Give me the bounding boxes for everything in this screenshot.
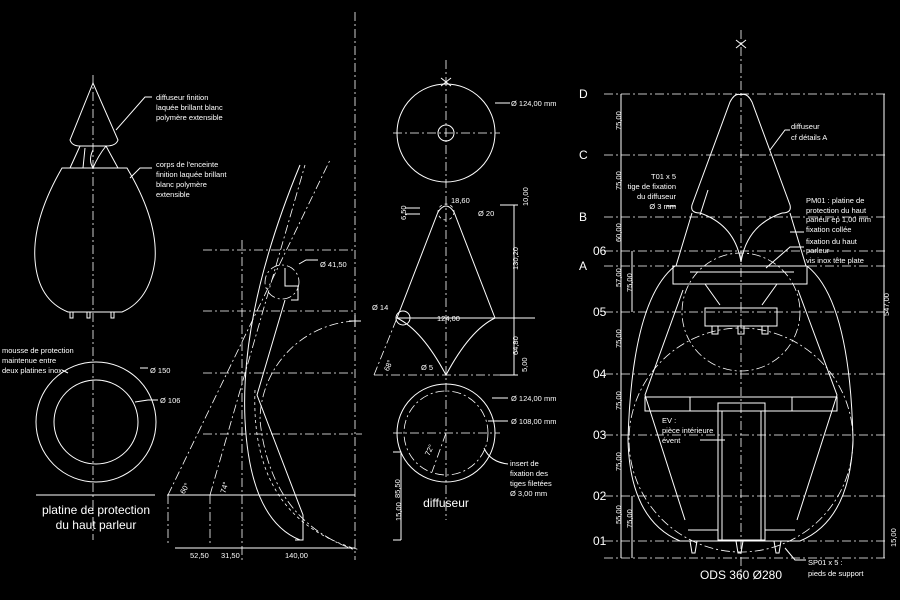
label: tige de fixation bbox=[628, 182, 676, 191]
label: blanc polymère bbox=[156, 180, 207, 189]
label: T01 x 5 bbox=[651, 172, 676, 181]
level-label: 05 bbox=[593, 305, 607, 319]
dimension: 75,00 bbox=[614, 452, 623, 471]
dimension: 75,00 bbox=[614, 171, 623, 190]
level-label: 02 bbox=[593, 489, 607, 503]
label: diffuseur finition bbox=[156, 93, 208, 102]
dimension: 75,00 bbox=[614, 329, 623, 348]
angle: 68° bbox=[382, 359, 395, 373]
dimension: 18,60 bbox=[451, 196, 470, 205]
label: cf détails A bbox=[791, 133, 827, 142]
label: fixation collée bbox=[806, 225, 851, 234]
dimension: 124,00 bbox=[437, 314, 460, 323]
label: Ø 3,00 mm bbox=[510, 489, 547, 498]
dimension: Ø 20 bbox=[478, 209, 494, 218]
protection-plate-outer bbox=[35, 361, 157, 483]
label: corps de l'enceinte bbox=[156, 160, 218, 169]
diffuser-detail bbox=[373, 60, 535, 541]
dimension: 140,00 bbox=[285, 551, 308, 560]
dimension: 85,50 bbox=[393, 479, 402, 498]
diffuser-labels: Ø 124,00 mm 18,60 Ø 20 6,50 Ø 14 124,00 … bbox=[372, 99, 556, 521]
level-label: B bbox=[579, 210, 587, 224]
label: fixation du haut bbox=[806, 237, 858, 246]
dimension: Ø 108,00 mm bbox=[511, 417, 556, 426]
dimension: 75,00 bbox=[614, 111, 623, 130]
dimension: Ø 106 bbox=[160, 396, 180, 405]
label: extensible bbox=[156, 190, 190, 199]
dimension: Ø 124,00 mm bbox=[511, 394, 556, 403]
label: parleur ep 1,00 mm bbox=[806, 215, 871, 224]
dimension: 52,50 bbox=[190, 551, 209, 560]
caption: du haut parleur bbox=[56, 518, 137, 532]
label: vis inox tête plate bbox=[806, 256, 864, 265]
dimension: 15,00 bbox=[889, 528, 898, 547]
caption: platine de protection bbox=[42, 503, 150, 517]
dimension: 10,00 bbox=[521, 187, 530, 206]
dimension: 75,00 bbox=[625, 273, 634, 292]
label: protection du haut bbox=[806, 206, 867, 215]
label: laquée brillant blanc bbox=[156, 103, 223, 112]
label: SP01 x 5 : bbox=[808, 558, 843, 567]
level-label: D bbox=[579, 87, 588, 101]
level-label: C bbox=[579, 148, 588, 162]
left-labels: diffuseur finition laquée brillant blanc… bbox=[2, 93, 227, 532]
level-label: 04 bbox=[593, 367, 607, 381]
label: polymère extensible bbox=[156, 113, 223, 122]
label: pièce intérieure bbox=[662, 426, 713, 435]
dimension: 60,00 bbox=[614, 223, 623, 242]
dimension: Ø 150 bbox=[150, 366, 170, 375]
label: tiges filetées bbox=[510, 479, 552, 488]
dimension: 5,00 bbox=[520, 357, 529, 372]
section-labels: diffuseur cf détails A T01 x 5 tige de f… bbox=[579, 87, 898, 582]
caption: diffuseur bbox=[423, 496, 469, 510]
label: pieds de support bbox=[808, 569, 864, 578]
speaker-elevation bbox=[34, 75, 158, 540]
label: mousse de protection bbox=[2, 346, 74, 355]
level-label: 01 bbox=[593, 534, 607, 548]
drawing-title: ODS 360 Ø280 bbox=[700, 568, 782, 582]
section-view bbox=[604, 30, 886, 580]
label: finition laquée brillant bbox=[156, 170, 227, 179]
dimension: 547,00 bbox=[882, 293, 891, 316]
angle: 72° bbox=[423, 443, 436, 457]
dimension: 57,00 bbox=[614, 268, 623, 287]
label: PM01 : platine de bbox=[806, 196, 864, 205]
dimension: Ø 124,00 mm bbox=[511, 99, 556, 108]
dimension: Ø 41,50 bbox=[320, 260, 347, 269]
label: Ø 3 mm bbox=[649, 202, 676, 211]
label: diffuseur bbox=[791, 122, 820, 131]
label: deux platines inox bbox=[2, 366, 62, 375]
level-label: 06 bbox=[593, 244, 607, 258]
label: maintenue entre bbox=[2, 356, 56, 365]
label: parleur bbox=[806, 246, 830, 255]
level-label: A bbox=[579, 259, 587, 273]
dimension: 15,00 bbox=[394, 502, 403, 521]
profile-labels: Ø 41,50 60° 74° 52,50 31,50 140,00 bbox=[178, 260, 347, 560]
dimension: 6,50 bbox=[399, 205, 408, 220]
dimension: Ø 14 bbox=[372, 303, 388, 312]
dimension: Ø 5 bbox=[421, 363, 433, 372]
dimension: 75,00 bbox=[625, 509, 634, 528]
label: EV : bbox=[662, 416, 676, 425]
dimension: 55,00 bbox=[614, 505, 623, 524]
label: fixation des bbox=[510, 469, 548, 478]
dimension: 64,80 bbox=[511, 336, 520, 355]
dimension: 75,00 bbox=[614, 391, 623, 410]
label: évent bbox=[662, 436, 681, 445]
profile-construction bbox=[167, 12, 362, 560]
label: du diffuseur bbox=[637, 192, 677, 201]
dimension: 130,20 bbox=[511, 247, 520, 270]
label: insert de bbox=[510, 459, 539, 468]
protection-plate-inner bbox=[53, 379, 139, 465]
dimension: 31,50 bbox=[221, 551, 240, 560]
angle: 74° bbox=[219, 481, 231, 494]
level-label: 03 bbox=[593, 428, 607, 442]
